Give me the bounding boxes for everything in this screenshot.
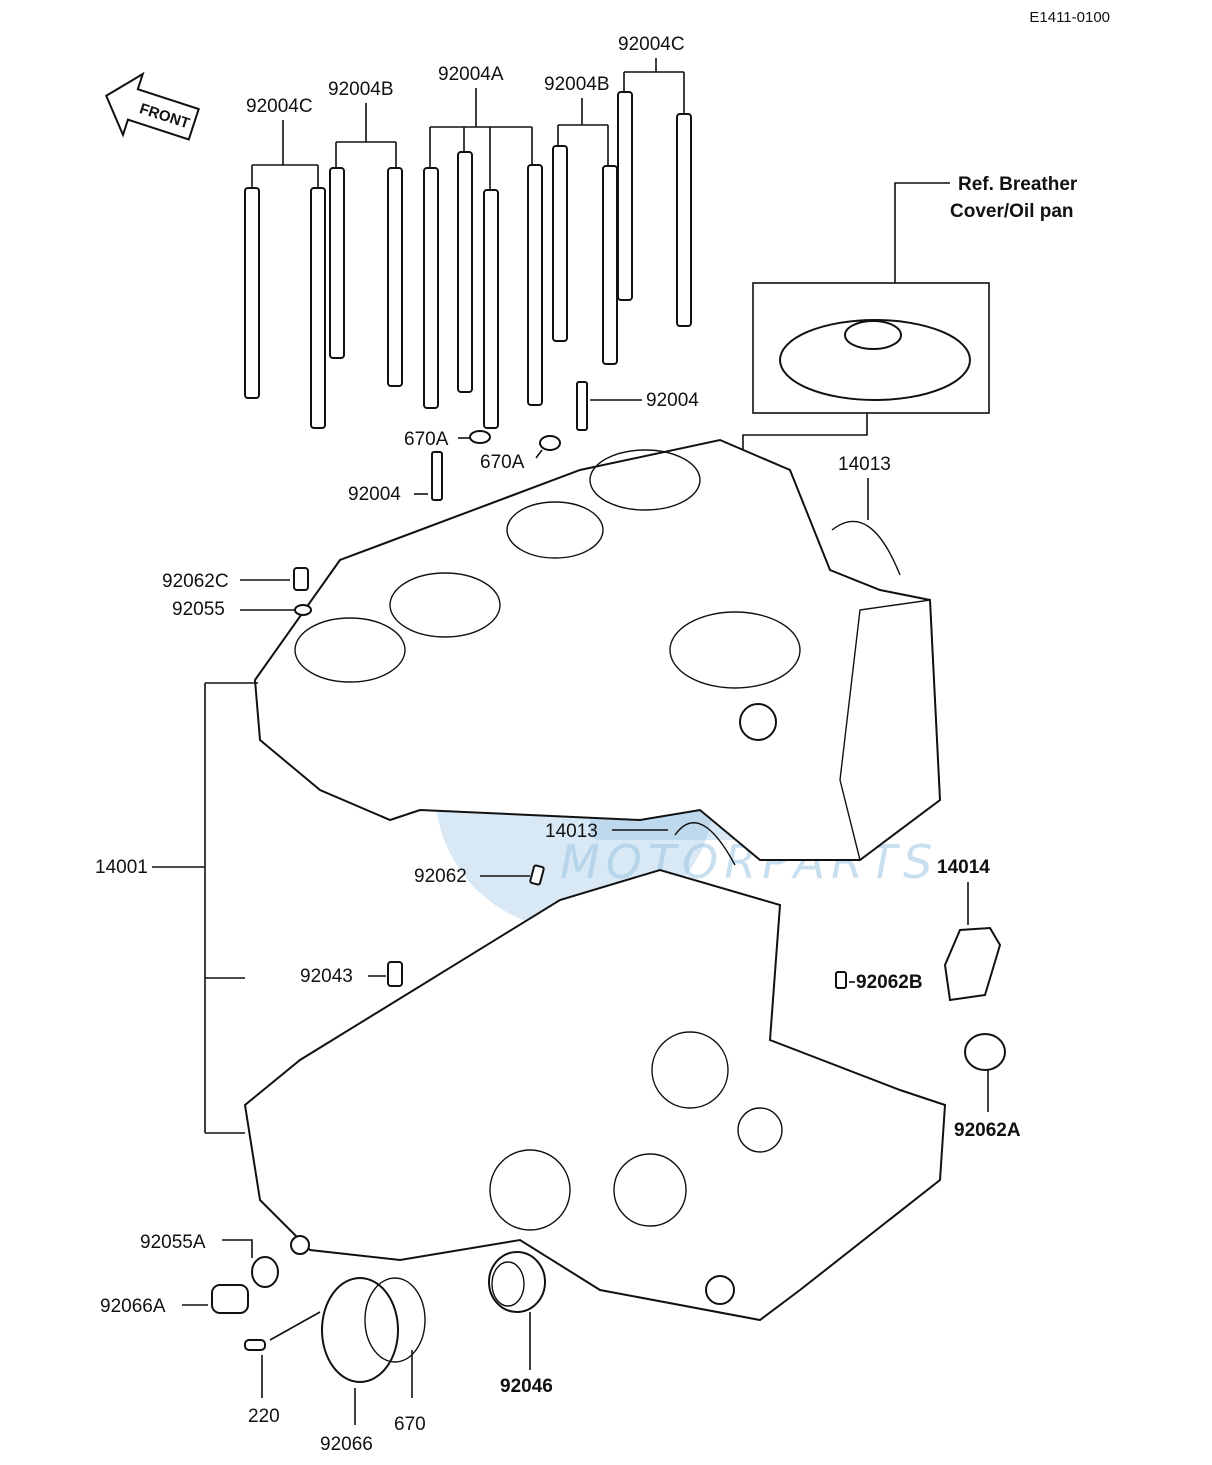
stud-6 bbox=[457, 151, 473, 393]
cover-92066: 92066 bbox=[320, 1277, 426, 1455]
label-92066: 92066 bbox=[320, 1434, 373, 1455]
stud-bracket-b-left: 92004B bbox=[328, 79, 397, 168]
label-92004c-right: 92004C bbox=[618, 34, 685, 55]
stud-bracket-c-right: 92004C bbox=[618, 34, 685, 114]
stud-1 bbox=[244, 187, 260, 399]
label-92055a: 92055A bbox=[140, 1232, 206, 1253]
label-14001: 14001 bbox=[95, 857, 148, 878]
stud-10 bbox=[602, 165, 618, 365]
label-92004b-left: 92004B bbox=[328, 79, 394, 100]
o-ring-670: 670 bbox=[394, 1350, 426, 1435]
label-670: 670 bbox=[394, 1414, 426, 1435]
label-670a-right: 670A bbox=[480, 452, 525, 473]
ring-670a-right: 670A bbox=[480, 435, 561, 473]
stud-92004-left: 92004 bbox=[348, 451, 443, 505]
plug-92062a: 92062A bbox=[954, 1033, 1021, 1141]
label-92062a: 92062A bbox=[954, 1120, 1021, 1141]
ref-note-line1: Ref. Breather bbox=[958, 174, 1078, 195]
stud-8 bbox=[527, 164, 543, 406]
stud-3 bbox=[329, 167, 345, 359]
label-92004b-right: 92004B bbox=[544, 74, 610, 95]
lower-crankcase bbox=[243, 868, 947, 1322]
label-92062: 92062 bbox=[414, 866, 467, 887]
stud-12 bbox=[676, 113, 692, 327]
stud-bracket-b-right: 92004B bbox=[544, 74, 610, 166]
stud-5 bbox=[423, 167, 439, 409]
label-92043: 92043 bbox=[300, 966, 353, 987]
label-92066a: 92066A bbox=[100, 1296, 166, 1317]
stud-bracket-a: 92004A bbox=[429, 64, 533, 190]
bearing-shell-14013-top: 14013 bbox=[831, 454, 901, 576]
label-92004c-left: 92004C bbox=[246, 96, 313, 117]
ref-note-line2: Cover/Oil pan bbox=[950, 201, 1074, 222]
label-92004-right: 92004 bbox=[646, 390, 699, 411]
stud-92004-right: 92004 bbox=[576, 381, 699, 431]
upper-crankcase bbox=[253, 438, 942, 862]
bearing-shell-14013-mid: 14013 bbox=[545, 821, 736, 866]
label-670a-left: 670A bbox=[404, 429, 449, 450]
stud-2 bbox=[310, 187, 326, 429]
dowel-92043: 92043 bbox=[300, 961, 403, 987]
plug-92062b: 92062B bbox=[835, 971, 923, 993]
dowel-92062c: 92062C bbox=[162, 567, 309, 592]
label-92004-left: 92004 bbox=[348, 484, 401, 505]
stud-bracket-c-left: 92004C bbox=[246, 96, 319, 188]
stud-4 bbox=[387, 167, 403, 387]
drain-plug-92066a: 92066A bbox=[100, 1284, 249, 1317]
label-14014: 14014 bbox=[937, 857, 990, 878]
long-studs bbox=[244, 91, 692, 429]
label-220: 220 bbox=[248, 1406, 280, 1427]
stud-9 bbox=[552, 145, 568, 342]
stud-7 bbox=[483, 189, 499, 429]
label-92055: 92055 bbox=[172, 599, 225, 620]
front-arrow-icon: FRONT bbox=[104, 71, 200, 141]
stud-11 bbox=[617, 91, 633, 301]
plug-92062: 92062 bbox=[414, 864, 545, 887]
label-14013-top: 14013 bbox=[838, 454, 891, 475]
bearing-92046: 92046 bbox=[488, 1251, 553, 1397]
breather-cover-reference: Ref. Breather Cover/Oil pan bbox=[742, 174, 1078, 680]
label-92046: 92046 bbox=[500, 1376, 553, 1397]
crankcase-assy-bracket: 14001 bbox=[95, 682, 258, 1134]
ring-92055a: 92055A bbox=[140, 1232, 279, 1288]
ring-670a-left: 670A bbox=[404, 429, 491, 450]
label-92062b: 92062B bbox=[856, 972, 923, 993]
document-code: E1411-0100 bbox=[1029, 9, 1110, 26]
label-14013-mid: 14013 bbox=[545, 821, 598, 842]
ring-92055: 92055 bbox=[172, 599, 312, 620]
label-92062c: 92062C bbox=[162, 571, 229, 592]
bracket-14014: 14014 bbox=[937, 857, 1002, 1002]
label-92004a: 92004A bbox=[438, 64, 504, 85]
screw-220: 220 bbox=[244, 1311, 321, 1427]
